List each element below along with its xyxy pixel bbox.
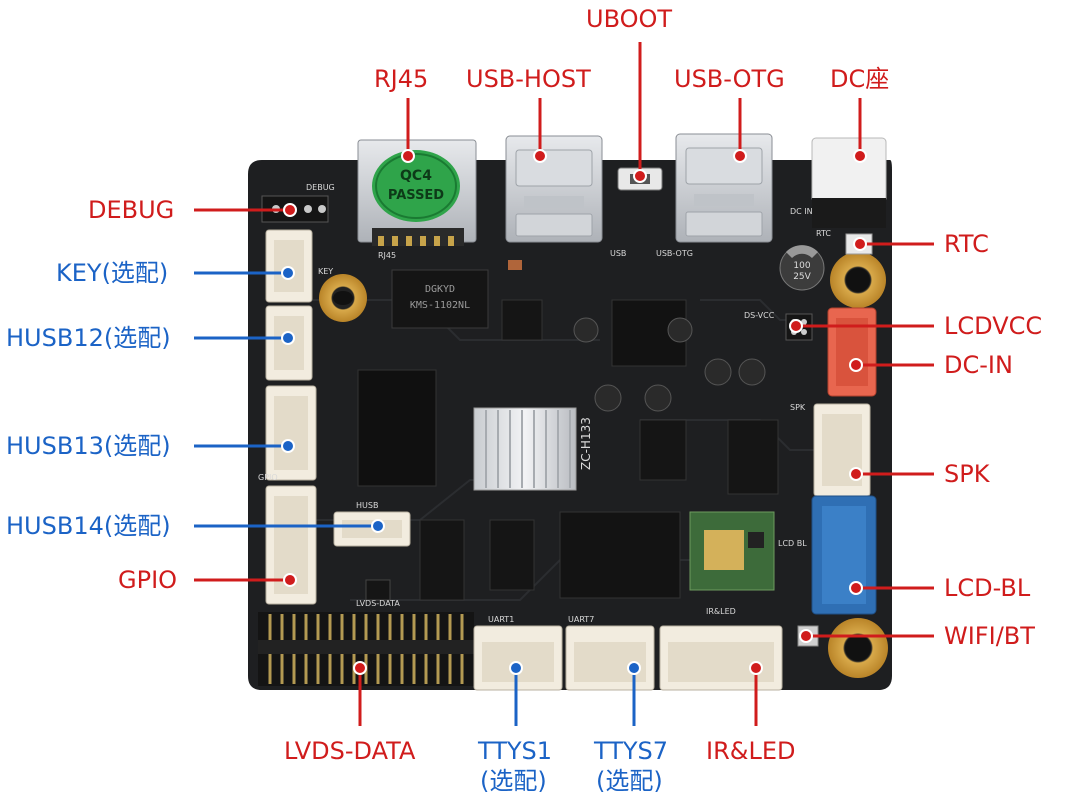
silk-ds-vcc: DS-VCC bbox=[744, 311, 775, 320]
callout-uboot: UBOOT bbox=[586, 5, 673, 33]
qc-passed-sticker: QC4 PASSED bbox=[372, 150, 460, 222]
silk-rtc: RTC bbox=[816, 229, 831, 238]
silk-uart1: UART1 bbox=[488, 615, 514, 624]
lcd-bl-connector bbox=[811, 495, 877, 615]
callout-lcdvcc: LCDVCC bbox=[944, 312, 1043, 340]
heatsink bbox=[473, 407, 577, 491]
callout-dc-seat: DC座 bbox=[830, 65, 890, 93]
wifi-bt-module bbox=[689, 511, 775, 591]
main-soc bbox=[357, 369, 437, 487]
callout-ttys1: TTYS1 bbox=[478, 737, 553, 765]
callout-ttys1-optional: (选配) bbox=[480, 767, 547, 795]
silkscreen: DEBUG RJ45 USB USB-OTG RTC DC IN KEY HUS… bbox=[258, 183, 831, 624]
callout-rtc: RTC bbox=[944, 230, 989, 258]
transformer-line2: KMS-1102NL bbox=[410, 300, 470, 311]
silk-debug: DEBUG bbox=[306, 183, 335, 192]
lvds-data-pin-header bbox=[258, 612, 474, 686]
transformer-line1: DGKYD bbox=[425, 284, 455, 295]
silk-key: KEY bbox=[318, 267, 333, 276]
callout-ir-led: IR&LED bbox=[706, 737, 796, 765]
callout-lines bbox=[194, 42, 934, 726]
silk-model: ZC-H133 bbox=[579, 417, 593, 470]
misc-chips bbox=[365, 260, 779, 601]
callout-debug: DEBUG bbox=[88, 196, 175, 224]
callout-rj45: RJ45 bbox=[374, 65, 429, 93]
qc-sticker-line2: PASSED bbox=[388, 188, 444, 203]
silk-usb: USB bbox=[610, 249, 626, 258]
electrolytic-capacitor: 100 25V bbox=[779, 245, 825, 291]
callout-dots bbox=[281, 149, 867, 675]
gpio-connector bbox=[265, 485, 317, 605]
husb13-connector bbox=[265, 385, 317, 481]
callout-husb14: HUSB14(选配) bbox=[6, 512, 171, 540]
silk-spk: SPK bbox=[790, 403, 806, 412]
usb-otg-connector bbox=[675, 133, 773, 243]
silk-rj45: RJ45 bbox=[378, 251, 396, 260]
ttys7-connector bbox=[565, 625, 655, 691]
silk-lcd-bl: LCD BL bbox=[778, 539, 807, 548]
capacitor-line1: 100 bbox=[793, 261, 810, 271]
silk-gpio: GPIO bbox=[258, 473, 278, 482]
callout-lvds-data: LVDS-DATA bbox=[284, 737, 416, 765]
mounting-hole-bottom-right bbox=[828, 618, 888, 678]
memory-chip bbox=[559, 511, 681, 599]
silk-usb-otg: USB-OTG bbox=[656, 249, 693, 258]
mounting-hole-top-right bbox=[830, 252, 886, 308]
callout-usb-otg: USB-OTG bbox=[674, 65, 785, 93]
silk-uart7: UART7 bbox=[568, 615, 594, 624]
key-connector bbox=[265, 229, 313, 303]
callout-ttys7: TTYS7 bbox=[594, 737, 669, 765]
silk-lvds-data: LVDS-DATA bbox=[356, 599, 400, 608]
callout-ttys7-optional: (选配) bbox=[596, 767, 663, 795]
ir-led-connector bbox=[659, 625, 783, 691]
silk-ir-led: IR&LED bbox=[706, 607, 736, 616]
callout-gpio: GPIO bbox=[118, 566, 178, 594]
transformer: DGKYD KMS-1102NL bbox=[391, 269, 489, 329]
callout-key: KEY(选配) bbox=[56, 259, 169, 287]
silk-husb: HUSB bbox=[356, 501, 378, 510]
qc-sticker-line1: QC4 bbox=[400, 168, 432, 184]
usb-host-connector bbox=[505, 135, 603, 243]
callout-husb13: HUSB13(选配) bbox=[6, 432, 171, 460]
spk-connector bbox=[813, 403, 871, 497]
callout-wifi-bt: WIFI/BT bbox=[944, 622, 1035, 650]
dc-jack bbox=[811, 137, 887, 228]
dc-in-connector bbox=[827, 307, 877, 397]
silk-dc-in: DC IN bbox=[790, 207, 813, 216]
capacitor-line2: 25V bbox=[793, 272, 811, 282]
callout-dc-in: DC-IN bbox=[944, 351, 1013, 379]
mounting-hole-top-left bbox=[319, 274, 367, 322]
callout-lcd-bl: LCD-BL bbox=[944, 574, 1031, 602]
callout-husb12: HUSB12(选配) bbox=[6, 324, 171, 352]
callout-spk: SPK bbox=[944, 460, 990, 488]
callout-usb-host: USB-HOST bbox=[466, 65, 591, 93]
ttys1-connector bbox=[473, 625, 563, 691]
